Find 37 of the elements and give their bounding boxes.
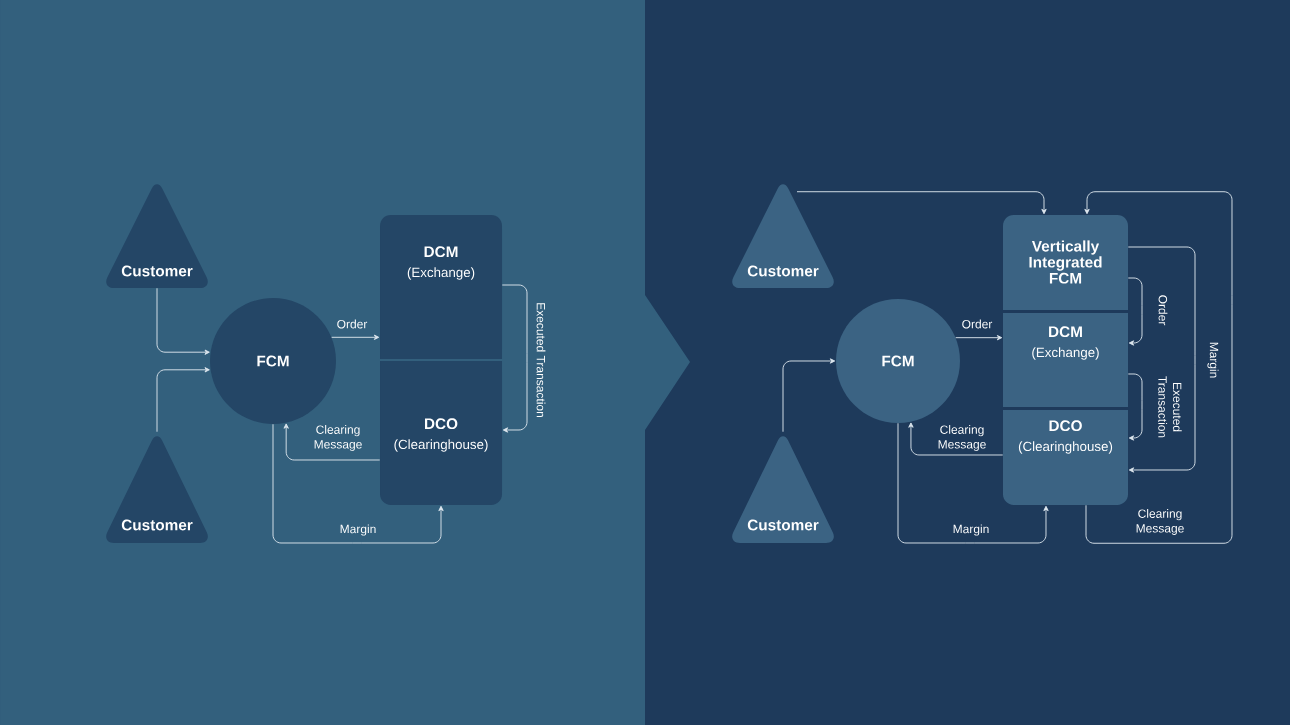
arrow (796, 191, 1047, 215)
edge-label: Margin (953, 524, 989, 536)
process-box: DCM (Exchange) (1003, 313, 1128, 407)
edge-label: Order (962, 319, 993, 329)
node-label: (Exchange) (407, 267, 475, 280)
arrow (331, 334, 380, 340)
process-box: Vertically Integrated FCM (1003, 215, 1128, 310)
edge-label: Order (1158, 295, 1168, 326)
edge-label: Margin (340, 524, 376, 536)
arrow (782, 358, 836, 433)
arrow (156, 367, 210, 433)
arrow (156, 287, 210, 355)
arrow (1084, 191, 1233, 544)
arrow (897, 422, 1049, 544)
arrow (1127, 246, 1196, 473)
customer-triangle: Customer (106, 436, 208, 543)
arrow (501, 284, 528, 433)
process-box: DCM (Exchange) (380, 215, 502, 359)
edge-label: Margin (1207, 342, 1219, 378)
arrow (955, 335, 1003, 341)
edge-label: Order (337, 319, 368, 329)
arrow (283, 423, 381, 461)
edge-label: Clearing Message (314, 425, 362, 451)
edge-label: Clearing Message (938, 425, 986, 451)
customer-triangle: Customer (732, 184, 834, 288)
edge-label: Executed Transaction (1158, 376, 1182, 438)
node-label: DCM (424, 246, 458, 258)
customer-triangle: Customer (732, 436, 834, 543)
arrow (908, 422, 1004, 456)
customer-triangle: Customer (106, 184, 208, 288)
process-box: DCO (Clearinghouse) (380, 361, 502, 505)
edge-label: Executed Transaction (536, 303, 546, 417)
node-label: (Clearinghouse) (394, 439, 488, 452)
process-box: DCO (Clearinghouse) (1003, 410, 1128, 505)
arrow (272, 423, 444, 544)
node-label: DCO (424, 418, 458, 430)
edge-label: Clearing Message (1136, 509, 1184, 535)
